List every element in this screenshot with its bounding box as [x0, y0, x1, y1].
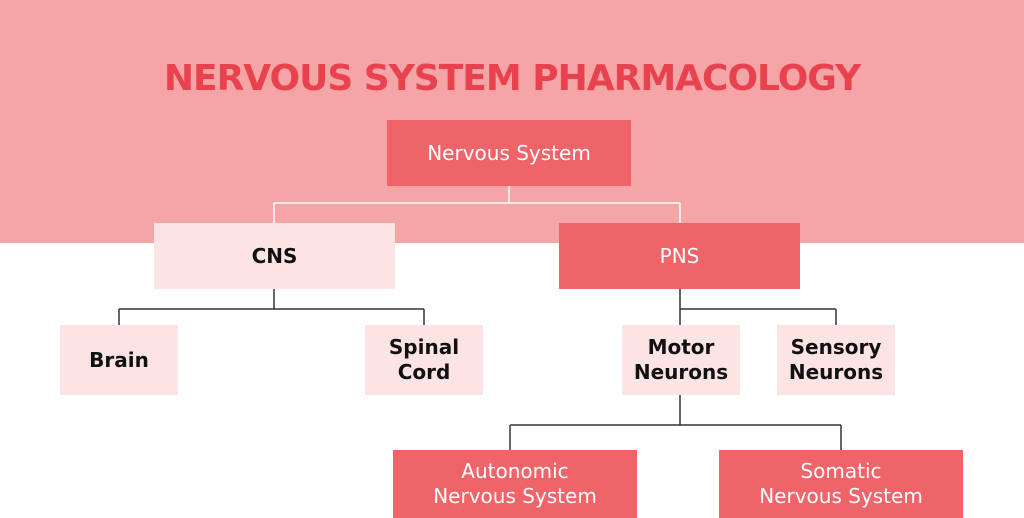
connector-cns	[118, 289, 425, 325]
node-pns: PNS	[559, 223, 800, 289]
connector-motor	[509, 395, 842, 450]
page-title: NERVOUS SYSTEM PHARMACOLOGY	[163, 58, 861, 99]
node-autonomic-nervous-system: Autonomic Nervous System	[393, 450, 637, 518]
node-somatic-nervous-system: Somatic Nervous System	[719, 450, 963, 518]
connector-pns	[679, 289, 837, 325]
node-brain: Brain	[60, 325, 178, 395]
node-nervous-system: Nervous System	[387, 120, 631, 186]
node-sensory-neurons: Sensory Neurons	[777, 325, 895, 395]
connector-root	[273, 186, 681, 223]
node-cns: CNS	[154, 223, 395, 289]
node-motor-neurons: Motor Neurons	[622, 325, 740, 395]
node-spinal-cord: Spinal Cord	[365, 325, 483, 395]
